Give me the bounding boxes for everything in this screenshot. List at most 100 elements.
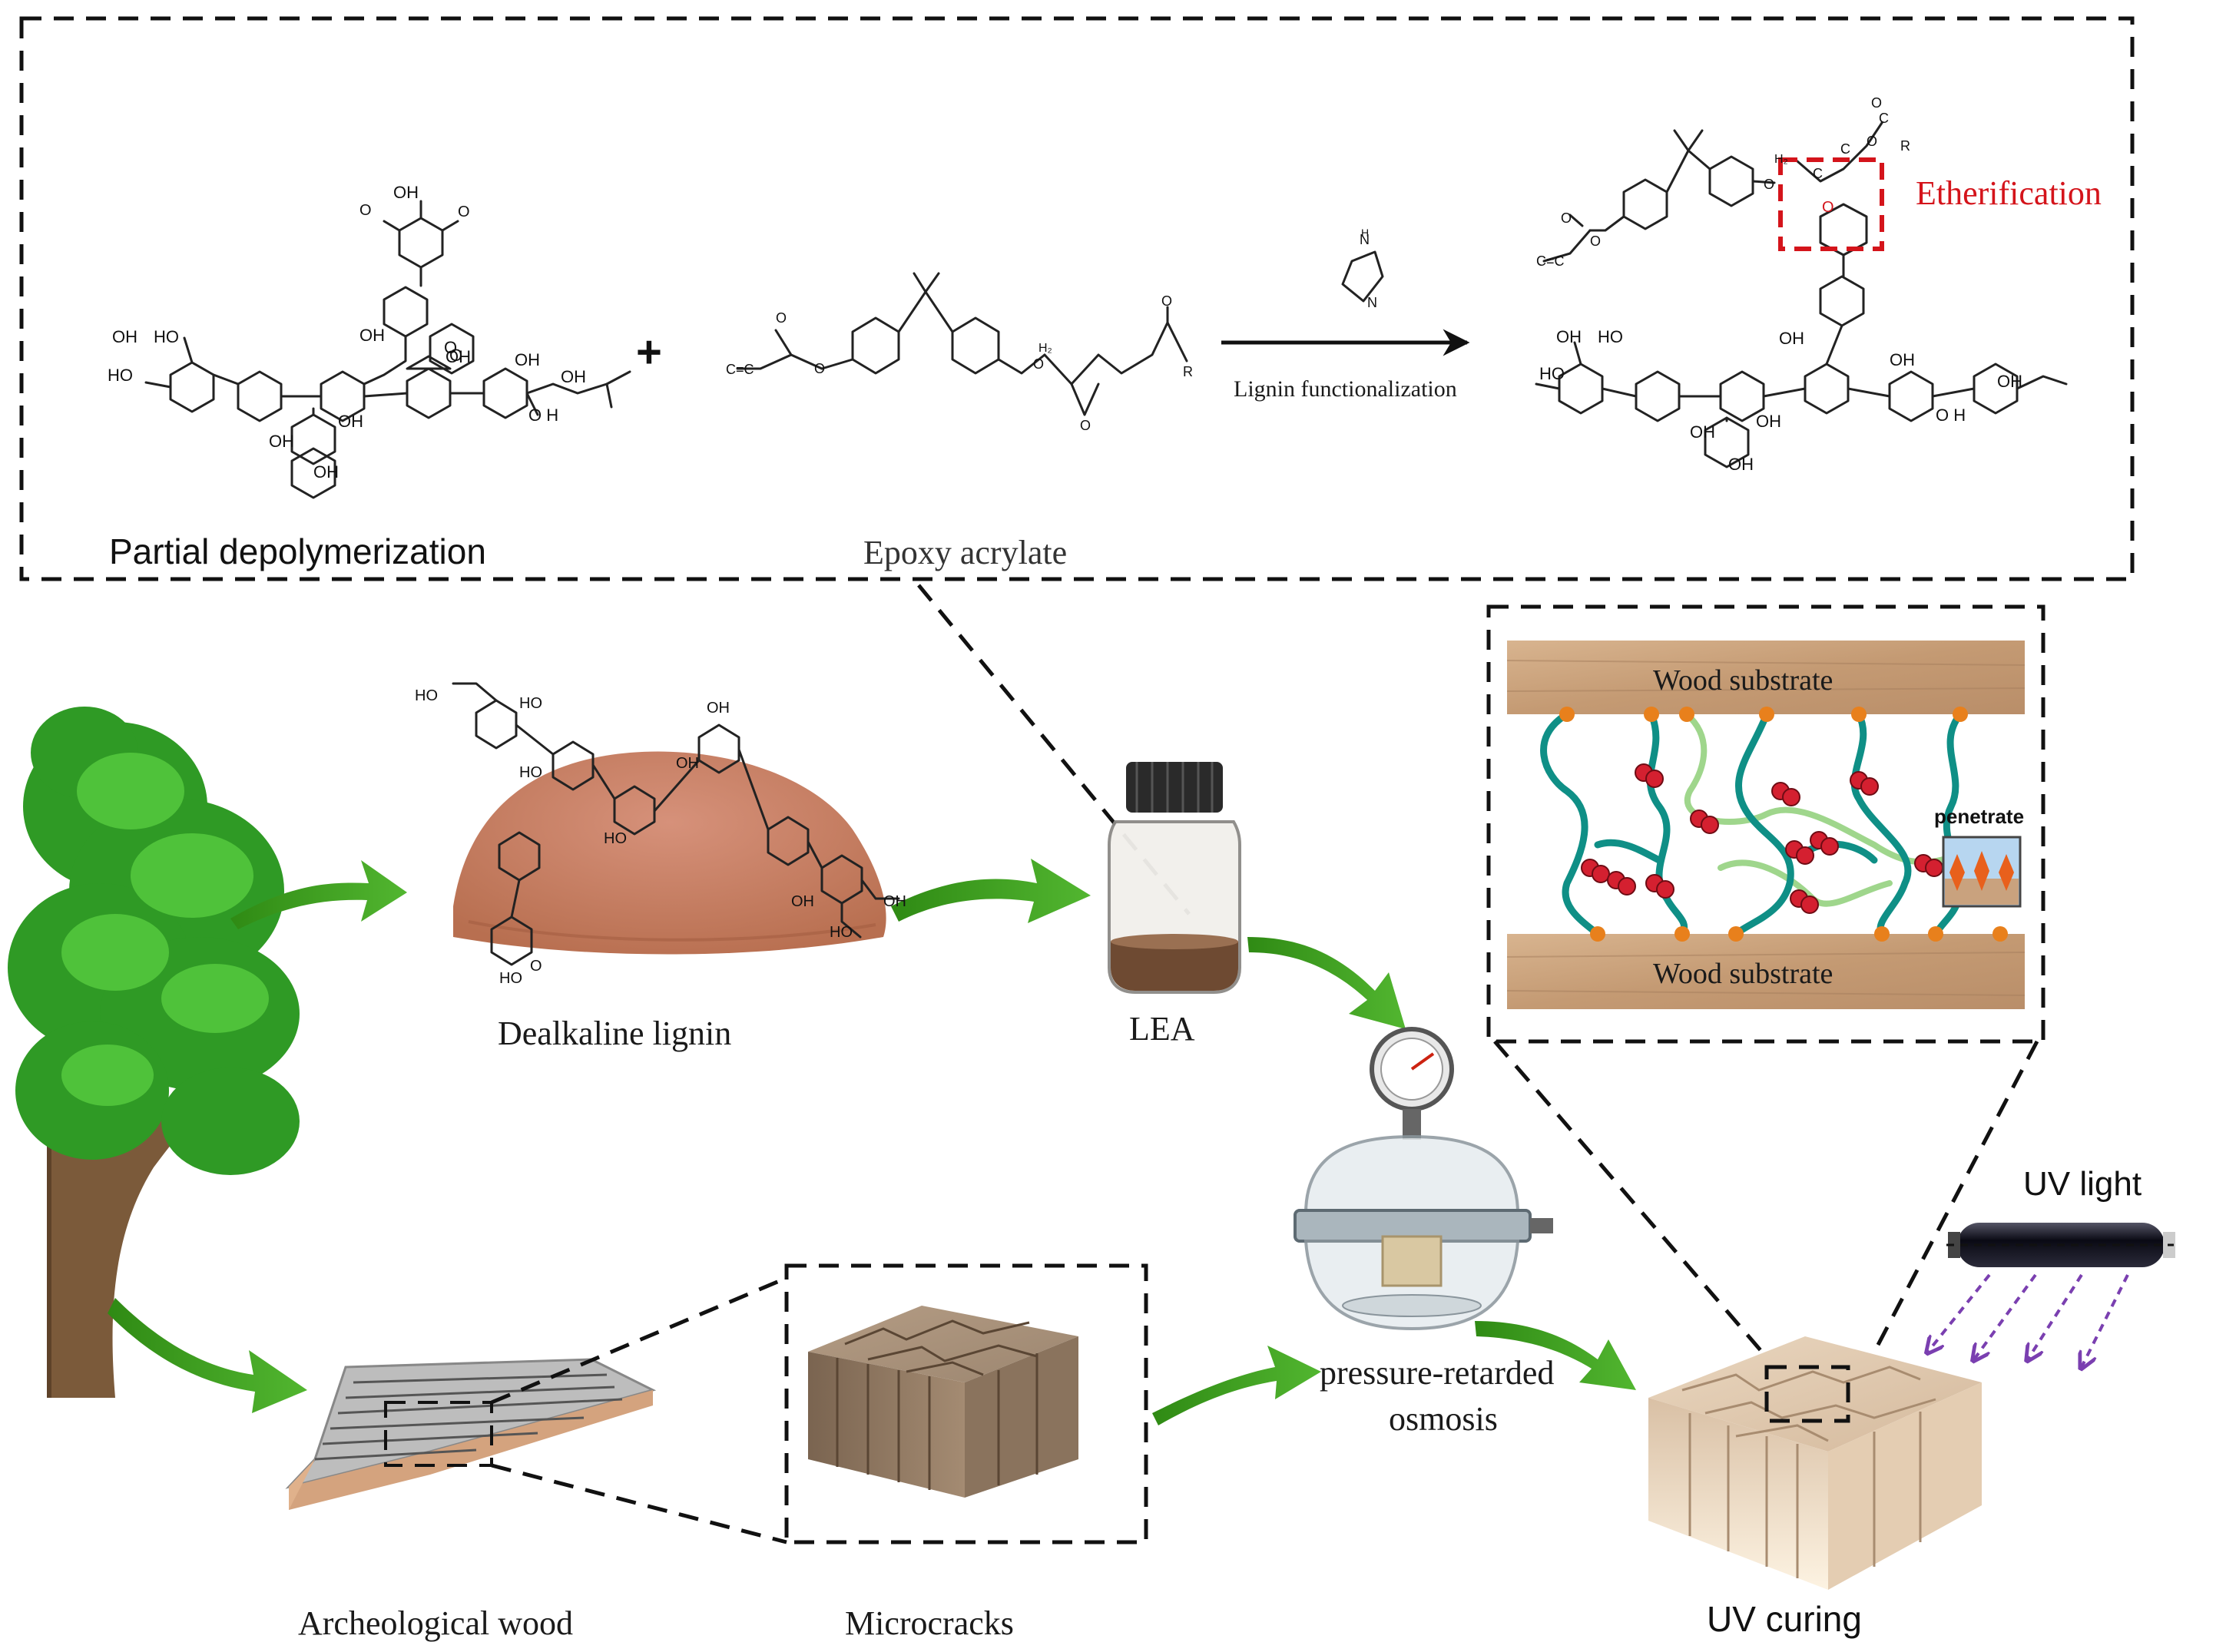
chem-label: O bbox=[1867, 134, 1877, 149]
chem-label: C=C bbox=[726, 362, 754, 377]
chem-label: OH bbox=[791, 893, 814, 910]
chem-label: H₂ bbox=[1774, 153, 1788, 166]
chem-label: HO bbox=[830, 924, 853, 941]
chem-label: OH bbox=[561, 367, 586, 386]
chem-label: H bbox=[1361, 227, 1369, 239]
connector-panel-to-lea bbox=[917, 584, 1191, 915]
chem-label: OH bbox=[707, 700, 730, 717]
wood-substrate-top-label: Wood substrate bbox=[1653, 664, 1833, 697]
chem-label: O bbox=[1033, 356, 1044, 372]
arrow-lignin-to-lea bbox=[891, 859, 1091, 923]
chem-label: OH bbox=[1997, 372, 2022, 391]
chem-label: OH bbox=[676, 755, 699, 772]
chem-label: OH bbox=[269, 432, 294, 451]
chem-label: HO bbox=[604, 830, 627, 847]
lea-label: LEA bbox=[1129, 1010, 1195, 1048]
chem-label: O bbox=[1764, 177, 1774, 192]
uv-curing-label: UV curing bbox=[1707, 1599, 1862, 1639]
chem-label: HO bbox=[519, 764, 542, 781]
connector-inset-right bbox=[1867, 1040, 2039, 1362]
chem-label: HO bbox=[108, 366, 133, 385]
chem-label: H₂ bbox=[1038, 342, 1052, 355]
lignin-structure-left: OH O O OH HO HO OH O OH OH OH OH O OH O … bbox=[108, 183, 631, 499]
chem-label: R bbox=[1183, 364, 1193, 379]
archeological-wood-label: Archeological wood bbox=[298, 1604, 573, 1642]
connector-inset-left bbox=[1493, 1040, 1771, 1362]
partial-depolymerization-label: Partial depolymerization bbox=[109, 531, 486, 571]
arrow-tree-to-archeological-wood bbox=[108, 1298, 307, 1413]
chem-label: OH bbox=[393, 183, 419, 202]
epoxy-acrylate-structure: O O C=C O H₂ O O R bbox=[726, 272, 1193, 433]
archeological-wood-icon bbox=[285, 1358, 657, 1510]
chem-label: O bbox=[1871, 95, 1882, 111]
chem-label: HO bbox=[499, 970, 522, 987]
chem-label: OH bbox=[112, 327, 137, 346]
lea-bottle-icon bbox=[1108, 762, 1241, 994]
uv-rays bbox=[1928, 1273, 2129, 1367]
pressure-retarded-label: pressure-retarded bbox=[1320, 1354, 1554, 1392]
chem-label: OH bbox=[1690, 422, 1715, 442]
penetrate-label: penetrate bbox=[1934, 805, 2024, 828]
wood-block-icon bbox=[808, 1306, 1078, 1498]
chem-label: OH bbox=[359, 326, 385, 345]
tree-icon bbox=[8, 707, 300, 1398]
chem-label: OH bbox=[1890, 350, 1915, 369]
arrow-chamber-to-uv-curing bbox=[1475, 1321, 1636, 1390]
chem-label: R bbox=[1900, 138, 1910, 154]
chem-label: HO bbox=[415, 687, 438, 704]
etherification-highlight-box bbox=[1778, 157, 1884, 251]
chem-label: HO bbox=[1598, 327, 1623, 346]
epoxy-acrylate-label: Epoxy acrylate bbox=[863, 534, 1067, 571]
chem-label: O bbox=[814, 361, 825, 376]
chem-label: O H bbox=[528, 406, 558, 425]
osmosis-label: osmosis bbox=[1389, 1400, 1498, 1438]
connector-wood-to-microcracks-bottom bbox=[491, 1463, 787, 1544]
connector-wood-to-microcracks-top bbox=[491, 1276, 787, 1405]
chem-label: C bbox=[1813, 166, 1823, 181]
arrow-tree-to-lignin bbox=[230, 860, 407, 929]
chem-label: OH bbox=[446, 347, 471, 366]
chem-label: N bbox=[1367, 295, 1377, 310]
uv-cured-wood-block bbox=[1648, 1336, 1982, 1590]
chem-label: HO bbox=[154, 327, 179, 346]
chem-label: O bbox=[776, 310, 787, 326]
chem-label: OH bbox=[1779, 329, 1804, 348]
uv-lamp-icon bbox=[1946, 1223, 2175, 1267]
chem-label: O bbox=[1561, 210, 1572, 226]
vacuum-chamber-icon bbox=[1294, 1027, 1553, 1331]
chem-label: C bbox=[1879, 111, 1889, 126]
chem-label: OH bbox=[1756, 412, 1781, 431]
chem-label: N bbox=[1360, 232, 1370, 247]
chem-label: O bbox=[458, 204, 470, 220]
lignin-powder-icon: HO HO HO OH OH OH OH HO HO O HO bbox=[415, 682, 906, 987]
chem-label: OH bbox=[1556, 327, 1582, 346]
chem-label: O bbox=[449, 346, 462, 365]
reaction-arrow: N H N bbox=[1221, 227, 1470, 356]
chem-label: O bbox=[530, 958, 542, 975]
chem-label: O bbox=[1080, 418, 1091, 433]
arrow-microcracks-to-chamber bbox=[1152, 1346, 1321, 1425]
chem-label: C=C bbox=[1536, 253, 1565, 269]
chem-label: OH bbox=[515, 350, 540, 369]
uv-light-label: UV light bbox=[2023, 1165, 2142, 1203]
plus-sign: + bbox=[636, 327, 662, 377]
chem-label: C bbox=[1840, 141, 1850, 157]
chem-label: OH bbox=[1728, 455, 1754, 474]
microcracks-frame bbox=[784, 1263, 1148, 1544]
wood-substrate-panel: Wood substrate Wood substrate bbox=[1506, 641, 2026, 1009]
chem-label: OH bbox=[883, 893, 906, 910]
chem-label: O bbox=[1590, 233, 1601, 249]
chem-label: HO bbox=[519, 695, 542, 712]
chem-label: OH bbox=[338, 412, 363, 431]
arrow-lea-to-chamber bbox=[1247, 937, 1406, 1029]
archeological-wood-zoom-box bbox=[384, 1401, 493, 1467]
microcracks-label: Microcracks bbox=[845, 1604, 1014, 1642]
chem-label: OH bbox=[313, 462, 339, 482]
lignin-functionalization-label: Lignin functionalization bbox=[1234, 376, 1457, 402]
wood-substrate-bottom bbox=[1507, 934, 2025, 1009]
dealkaline-lignin-label: Dealkaline lignin bbox=[498, 1015, 731, 1052]
uv-curing-zoom-box bbox=[1764, 1365, 1850, 1423]
wood-substrate-bottom-label: Wood substrate bbox=[1653, 958, 1833, 990]
chem-label: O bbox=[359, 202, 372, 219]
